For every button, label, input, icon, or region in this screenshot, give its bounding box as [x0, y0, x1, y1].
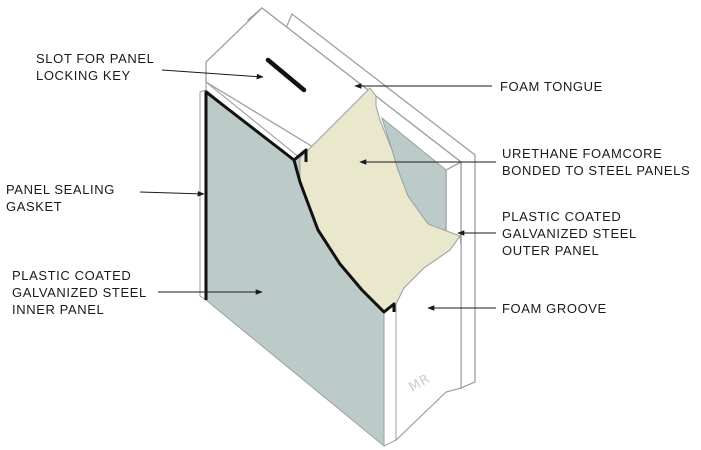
- label-foamcore-line2: BONDED TO STEEL PANELS: [502, 163, 690, 178]
- label-foamcore-line1: URETHANE FOAMCORE: [502, 146, 662, 161]
- label-slot-line1: SLOT FOR PANEL: [36, 51, 154, 66]
- label-gasket-line2: GASKET: [6, 199, 62, 214]
- label-foam-tongue: FOAM TONGUE: [500, 79, 603, 94]
- label-foam-groove: FOAM GROOVE: [502, 301, 607, 316]
- label-outer-line3: OUTER PANEL: [502, 243, 599, 258]
- inner-panel-side: [384, 304, 396, 446]
- label-slot-line2: LOCKING KEY: [36, 68, 131, 83]
- label-inner-line1: PLASTIC COATED: [12, 268, 131, 283]
- label-inner-line3: INNER PANEL: [12, 302, 104, 317]
- label-gasket-line1: PANEL SEALING: [6, 182, 115, 197]
- label-outer-line1: PLASTIC COATED: [502, 209, 621, 224]
- label-outer-line2: GALVANIZED STEEL: [502, 226, 637, 241]
- arrow-gasket: [140, 192, 204, 194]
- label-inner-line2: GALVANIZED STEEL: [12, 285, 147, 300]
